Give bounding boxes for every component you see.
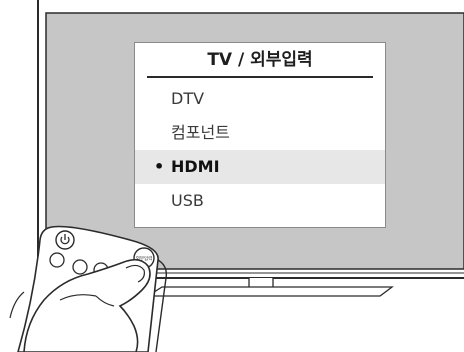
menu-item-component[interactable]: 컴포넌트	[135, 116, 385, 150]
menu-item-label: HDMI	[171, 157, 220, 176]
menu-item-label: USB	[171, 191, 204, 210]
power-icon	[60, 234, 70, 245]
input-source-menu: TV / 외부입력 DTV 컴포넌트 • HDMI USB	[134, 42, 386, 228]
hand-crease	[95, 295, 115, 307]
input-source-button-label: 외부입력	[136, 255, 153, 262]
selected-bullet-icon: •	[154, 157, 165, 176]
remote-button[interactable]	[49, 252, 65, 268]
menu-title: TV / 외부입력	[147, 43, 373, 78]
remote-button[interactable]	[72, 259, 88, 275]
hand-thumb	[23, 258, 151, 352]
tv-stand-base	[145, 286, 394, 297]
hand-wrist	[9, 291, 25, 319]
hand-icon	[9, 258, 151, 352]
menu-item-label: 컴포넌트	[171, 123, 230, 142]
hand-finger	[59, 294, 97, 301]
remote-side	[155, 259, 168, 352]
menu-item-usb[interactable]: USB	[135, 184, 385, 218]
menu-item-hdmi[interactable]: • HDMI	[135, 150, 385, 184]
menu-item-label: DTV	[171, 89, 205, 108]
menu-item-dtv[interactable]: DTV	[135, 82, 385, 116]
menu-list: DTV 컴포넌트 • HDMI USB	[135, 82, 385, 218]
hand-thumbnail	[125, 264, 145, 283]
